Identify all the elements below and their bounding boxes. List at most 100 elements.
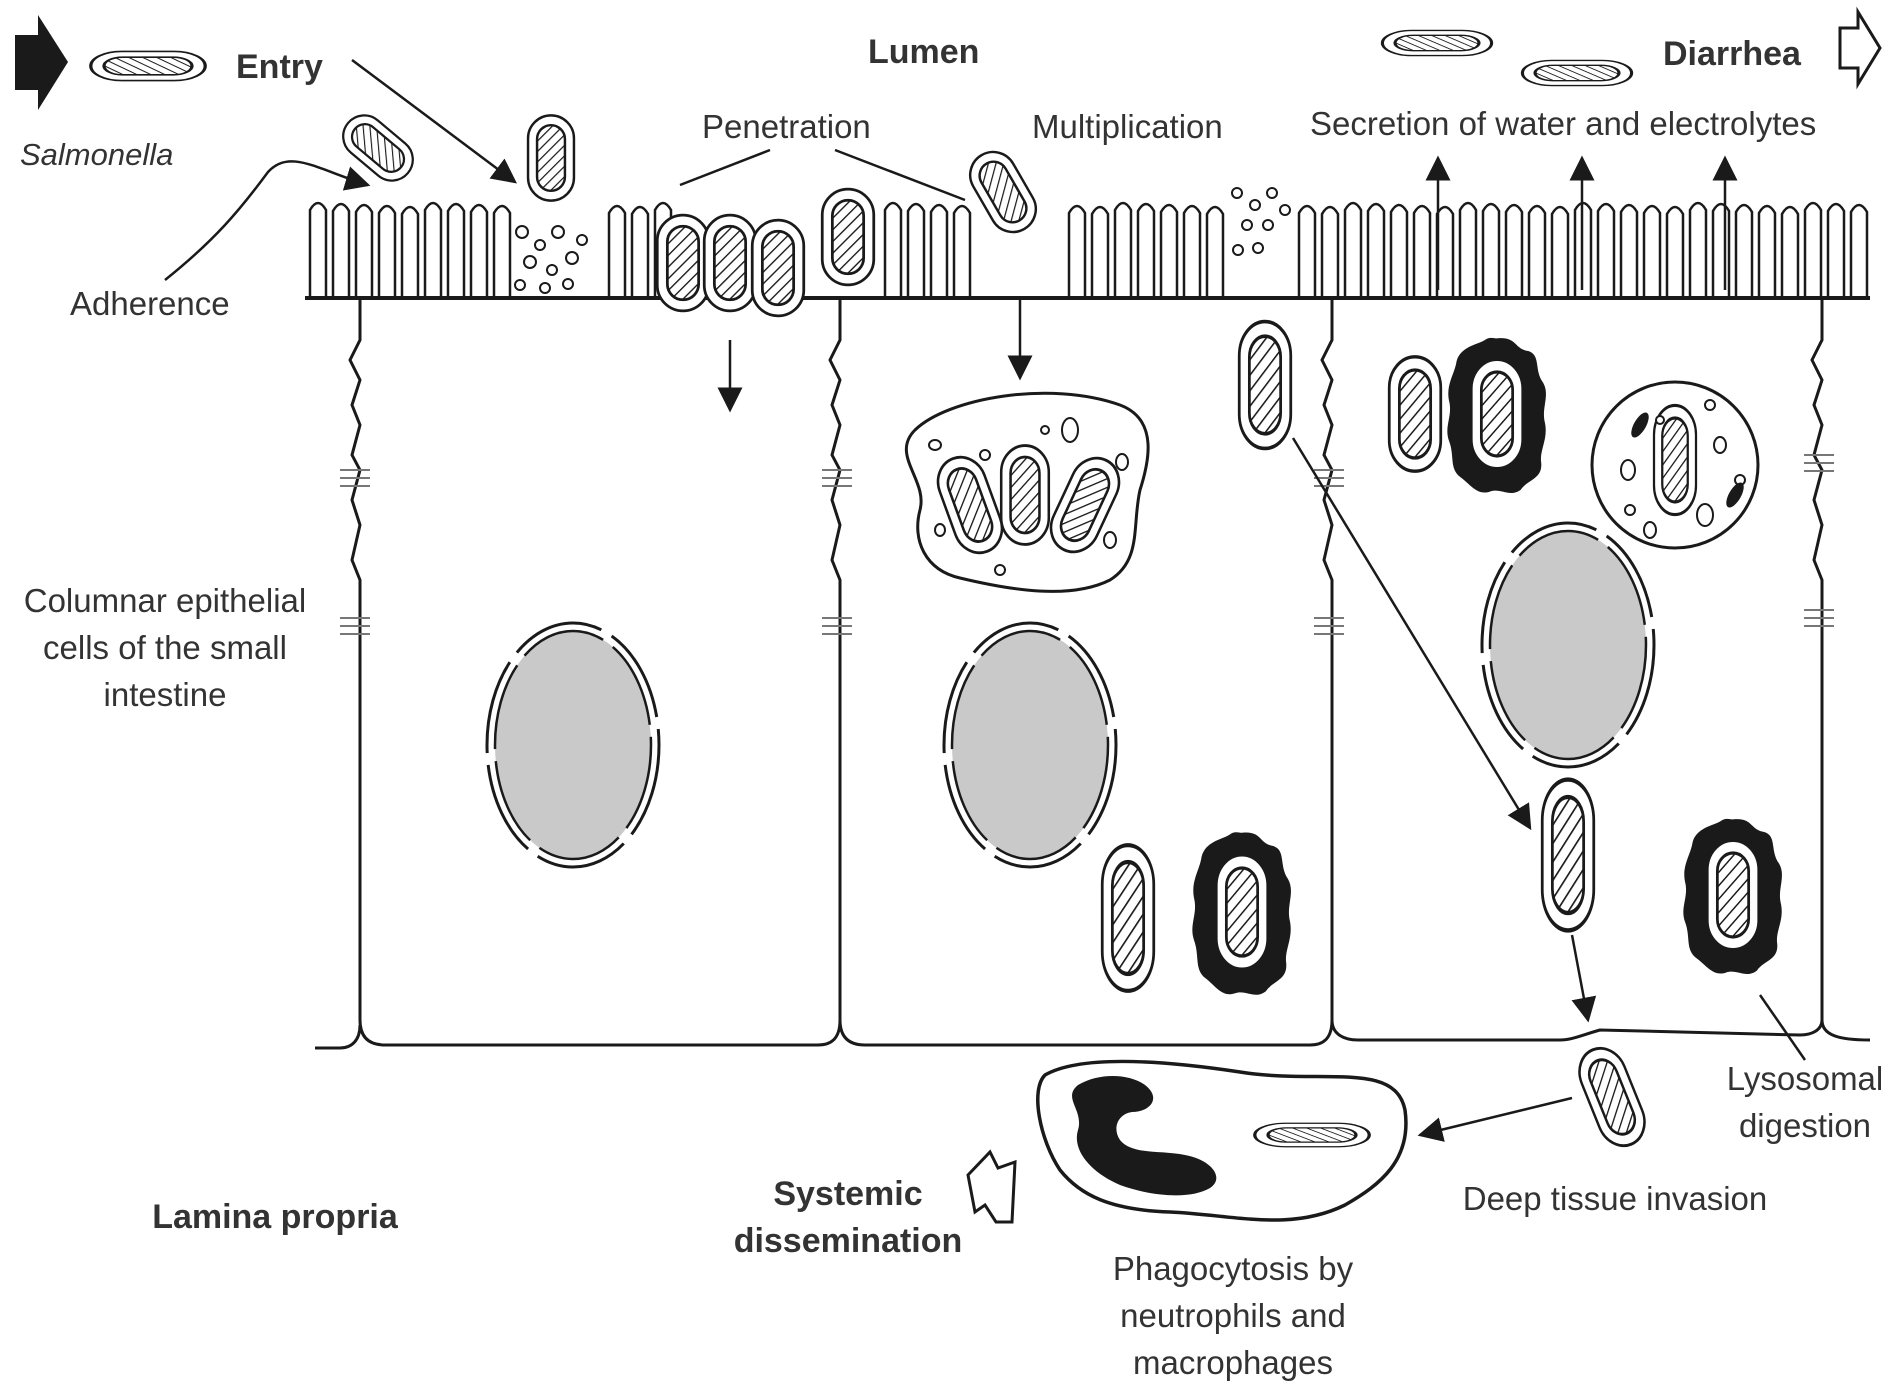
lumen-label: Lumen xyxy=(868,33,979,71)
phagocytosis-label-line-3: macrophages xyxy=(1133,1344,1333,1381)
microvillus xyxy=(908,204,924,298)
cell3-bacterium xyxy=(1389,357,1441,471)
salmonella-legend-bacterium xyxy=(91,51,205,80)
microvillus xyxy=(1759,206,1775,298)
microvillus xyxy=(1552,207,1568,298)
microvillus xyxy=(931,205,947,298)
microvillus xyxy=(1667,207,1683,298)
microvillus xyxy=(1391,205,1407,298)
cell2-bacterium xyxy=(1102,845,1154,991)
microvillus xyxy=(1782,207,1798,298)
cell2-digested-bacterium xyxy=(1192,832,1291,994)
microvillus xyxy=(954,206,970,298)
microvillus xyxy=(1115,203,1131,298)
nucleus-cell-2 xyxy=(944,623,1116,867)
columnar-label-line-3: intestine xyxy=(104,676,227,713)
microvillus xyxy=(1690,203,1706,298)
microvillus xyxy=(1299,206,1315,298)
microvillus xyxy=(1138,204,1154,298)
nucleus-cell-1 xyxy=(487,623,659,867)
lysosomal-label-line-1: Lysosomal xyxy=(1727,1060,1884,1097)
entry-big-arrow-icon xyxy=(15,15,68,110)
diarrhea-hollow-arrow-icon xyxy=(1840,12,1880,84)
microvillus xyxy=(356,205,372,298)
basal-bacterium xyxy=(1542,780,1594,931)
lumen-bacterium-1 xyxy=(1382,30,1491,55)
entering-bacterium xyxy=(528,115,574,200)
microvillus xyxy=(1460,203,1476,298)
microvillus xyxy=(494,206,510,298)
microvillus xyxy=(1644,206,1660,298)
microvillus xyxy=(1184,206,1200,298)
phagocytosis-label-line-2: neutrophils and xyxy=(1120,1297,1346,1334)
lysosomal-leader xyxy=(1760,995,1805,1060)
salmonella-label: Salmonella xyxy=(20,137,173,172)
microvillus xyxy=(1322,207,1338,298)
microvillus xyxy=(379,206,395,298)
microvillus xyxy=(609,206,625,298)
entry-label: Entry xyxy=(236,48,323,86)
microvillus xyxy=(1713,204,1729,298)
microvillus xyxy=(1207,207,1223,298)
penetrating-bacterium-4 xyxy=(822,189,874,285)
microvillus xyxy=(1069,206,1085,298)
deep-tissue-label: Deep tissue invasion xyxy=(1463,1180,1768,1217)
microvillus xyxy=(1483,204,1499,298)
epithelium xyxy=(305,203,1870,1048)
phagocytosis-label-line-1: Phagocytosis by xyxy=(1113,1250,1354,1287)
microvillus xyxy=(1437,207,1453,298)
vacuole-cell-2 xyxy=(906,393,1148,591)
penetrating-bacterium-3 xyxy=(752,220,804,316)
adhering-bacterium xyxy=(335,107,422,189)
systemic-hollow-arrow-icon xyxy=(968,1152,1015,1222)
basal-exit-arrow xyxy=(1572,935,1588,1020)
microvillus xyxy=(448,204,464,298)
penetrating-bacterium-1 xyxy=(657,215,709,311)
multiplying-bacterium xyxy=(962,144,1044,241)
microvillus xyxy=(1092,207,1108,298)
microvillus xyxy=(1805,203,1821,298)
phagocytosis-arrow xyxy=(1420,1098,1572,1135)
nucleus-cell-3 xyxy=(1482,523,1654,767)
columnar-label-line-2: cells of the small xyxy=(43,629,287,666)
microvillus xyxy=(632,207,648,298)
microvillus xyxy=(1529,206,1545,298)
secretion-label: Secretion of water and electrolytes xyxy=(1310,105,1816,142)
microvillus xyxy=(1621,205,1637,298)
microvillus xyxy=(1161,205,1177,298)
microvillus xyxy=(1598,204,1614,298)
microvillus xyxy=(885,203,901,298)
microvillus xyxy=(402,207,418,298)
invading-bacterium xyxy=(1239,322,1291,449)
columnar-label-line-1: Columnar epithelial xyxy=(24,582,306,619)
cell3-digested-bacterium xyxy=(1447,338,1546,493)
microvillus xyxy=(1368,204,1384,298)
microvillus xyxy=(1828,204,1844,298)
lumen-bacterium-2 xyxy=(1522,60,1631,85)
diarrhea-label: Diarrhea xyxy=(1663,35,1802,73)
lamina-propria-label: Lamina propria xyxy=(152,1198,399,1236)
multiplication-label: Multiplication xyxy=(1032,108,1223,145)
lysosome-bacterium xyxy=(1683,819,1782,974)
microvillus xyxy=(1851,205,1867,298)
microvillus xyxy=(1506,205,1522,298)
adherence-label: Adherence xyxy=(70,285,230,322)
microvillus xyxy=(333,204,349,298)
lysosomal-label-line-2: digestion xyxy=(1739,1107,1871,1144)
penetrating-bacterium-2 xyxy=(704,215,756,311)
systemic-label-line-2: dissemination xyxy=(734,1222,963,1260)
microvillus xyxy=(425,203,441,298)
systemic-label-line-1: Systemic xyxy=(773,1175,922,1213)
microvillus xyxy=(310,203,326,298)
phagocyte xyxy=(1038,1061,1406,1220)
microvillus xyxy=(1414,206,1430,298)
microvillus xyxy=(1345,203,1361,298)
penetration-label: Penetration xyxy=(702,108,871,145)
penetration-leader-1 xyxy=(680,150,770,185)
phagolysosome-cell-3 xyxy=(1592,382,1758,548)
deep-tissue-bacterium xyxy=(1572,1041,1653,1153)
microvillus xyxy=(471,205,487,298)
microvillus xyxy=(1736,205,1752,298)
